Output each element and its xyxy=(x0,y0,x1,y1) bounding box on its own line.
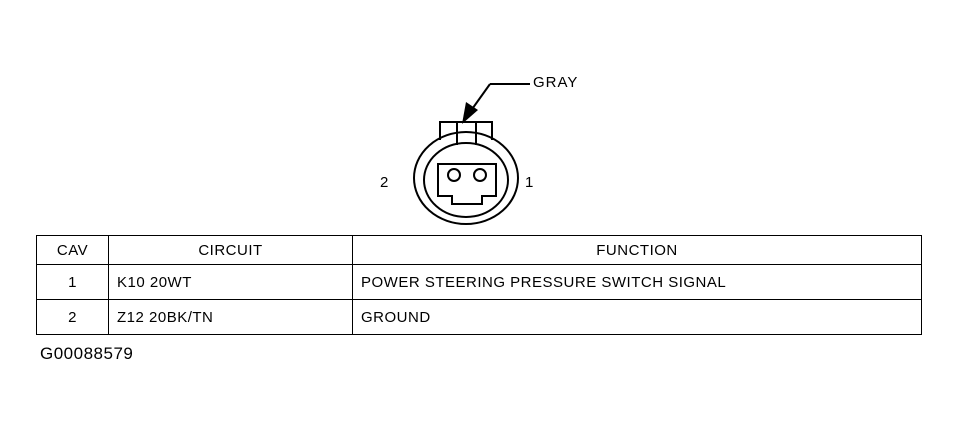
wire-color-label: GRAY xyxy=(533,74,579,91)
connector-outer-shell xyxy=(413,131,519,225)
leader-arrowhead xyxy=(462,102,478,124)
connector-inner-shell xyxy=(423,142,509,218)
table-header-row: CAV CIRCUIT FUNCTION xyxy=(36,235,922,265)
figure-id: G00088579 xyxy=(40,344,134,363)
terminal-housing xyxy=(437,163,497,205)
table-row: 1 K10 20WT POWER STEERING PRESSURE SWITC… xyxy=(36,264,922,300)
cavity-1 xyxy=(473,168,487,182)
circuit-cell: Z12 20BK/TN xyxy=(108,299,353,335)
pin-1-label: 1 xyxy=(525,174,535,191)
cav-cell: 1 xyxy=(36,264,109,300)
header-cav: CAV xyxy=(36,235,109,265)
connector-face-diagram xyxy=(413,83,530,225)
circuit-cell: K10 20WT xyxy=(108,264,353,300)
cavity-2 xyxy=(447,168,461,182)
function-cell: POWER STEERING PRESSURE SWITCH SIGNAL xyxy=(352,264,922,300)
table-row: 2 Z12 20BK/TN GROUND xyxy=(36,299,922,335)
cav-cell: 2 xyxy=(36,299,109,335)
connector-locking-tab xyxy=(439,121,493,140)
function-cell: GROUND xyxy=(352,299,922,335)
cavity-circuit-table: CAV CIRCUIT FUNCTION 1 K10 20WT POWER ST… xyxy=(36,235,922,335)
pin-2-label: 2 xyxy=(380,174,390,191)
header-circuit: CIRCUIT xyxy=(108,235,353,265)
header-function: FUNCTION xyxy=(352,235,922,265)
